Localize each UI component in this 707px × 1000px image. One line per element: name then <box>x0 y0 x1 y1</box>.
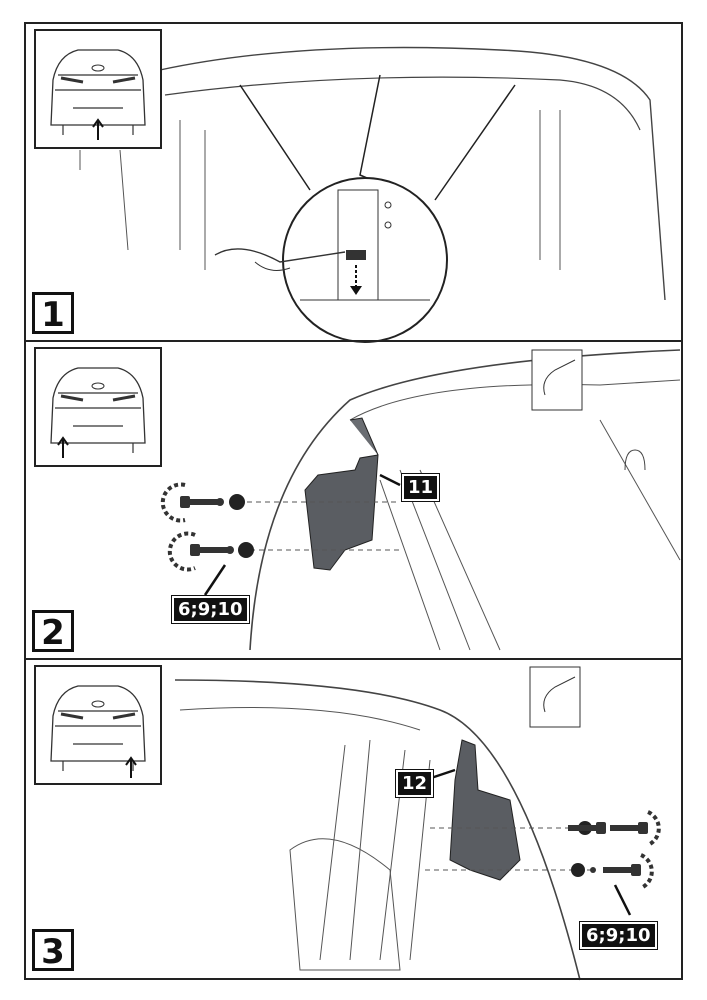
thumbnail-car-rear-2 <box>34 347 162 467</box>
step-2-illustration <box>160 349 681 651</box>
step-3-panel <box>24 658 683 980</box>
step-3-illustration <box>174 666 661 981</box>
step-number: 1 <box>32 292 74 335</box>
thumbnail-car-rear-1 <box>34 29 162 149</box>
step-1-illustration <box>79 46 666 343</box>
fastener-label: 6;9;10 <box>171 595 250 624</box>
step-2-panel <box>24 340 683 660</box>
thumbnail-car-rear-3 <box>34 665 162 785</box>
step-1-panel <box>24 22 683 342</box>
part-label: 12 <box>394 769 435 798</box>
part-label: 11 <box>400 473 441 502</box>
step-number: 2 <box>32 610 74 653</box>
fastener-label: 6;9;10 <box>579 921 658 950</box>
step-number: 3 <box>32 929 74 972</box>
